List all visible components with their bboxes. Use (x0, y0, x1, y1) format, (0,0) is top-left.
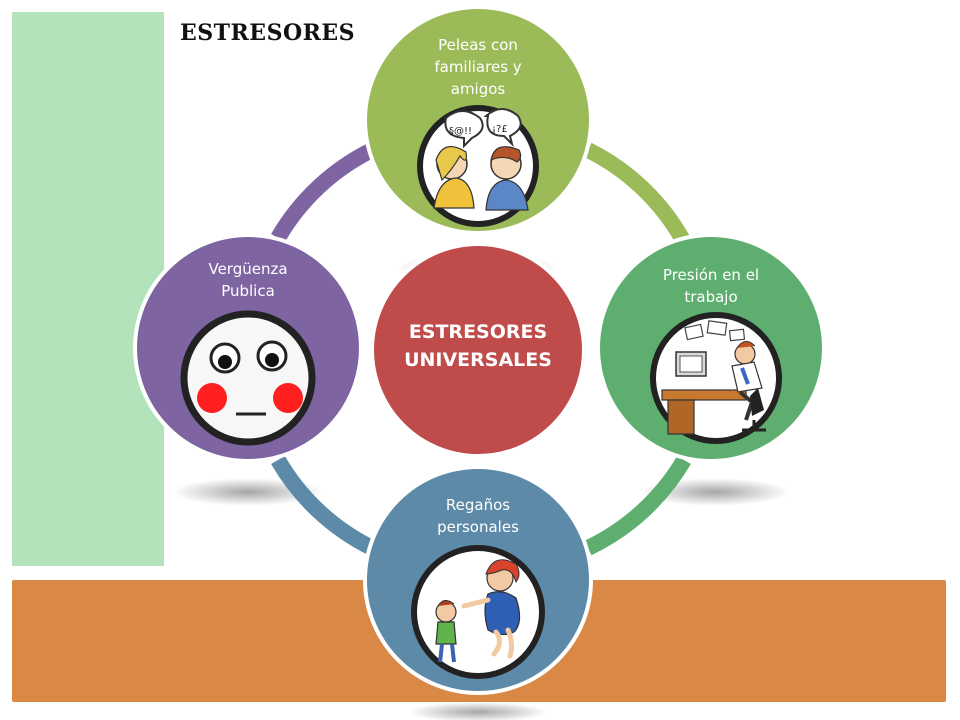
center-label-line1: ESTRESORES (408, 321, 548, 343)
svg-text:§@!!: §@!! (449, 126, 472, 137)
ring-arc-left-top (271, 142, 376, 243)
left-node-label: Vergüenza Publica (168, 258, 328, 302)
stressed-office-worker-icon (650, 312, 782, 444)
top-node-label: Peleas con familiares y amigos (398, 34, 558, 100)
top-node-label-line1: Peleas con (438, 36, 518, 54)
right-node-label: Presión en el trabajo (631, 264, 791, 308)
svg-text:¡?£: ¡?£ (492, 124, 508, 135)
scolding-mother-child-icon (411, 545, 545, 679)
blushing-face-icon (180, 310, 316, 446)
bottom-node-label-line2: personales (437, 518, 519, 536)
right-node-shadow (640, 478, 790, 506)
top-node-label-line2: familiares y (434, 58, 522, 76)
bottom-node-label-line1: Regaños (445, 496, 511, 514)
left-node-label-line1: Vergüenza (208, 260, 288, 278)
ring-arc-bottom-left (271, 455, 376, 556)
center-circle (370, 242, 586, 458)
arguing-people-icon: §@!! ¡?£ (417, 105, 539, 227)
center-label: ESTRESORES UNIVERSALES (380, 318, 576, 374)
top-node-label-line3: amigos (450, 80, 506, 98)
slide-title: ESTRESORES (180, 20, 356, 46)
center-label-line2: UNIVERSALES (404, 349, 552, 371)
ring-arc-right-bottom (584, 455, 691, 556)
green-side-bar (12, 12, 164, 566)
right-node-label-line1: Presión en el (662, 266, 760, 284)
bottom-node-label: Regaños personales (398, 494, 558, 538)
left-node-label-line2: Publica (221, 282, 275, 300)
bottom-node-shadow (408, 702, 548, 720)
ring-arc-top-right (584, 142, 692, 246)
right-node-label-line2: trabajo (684, 288, 738, 306)
